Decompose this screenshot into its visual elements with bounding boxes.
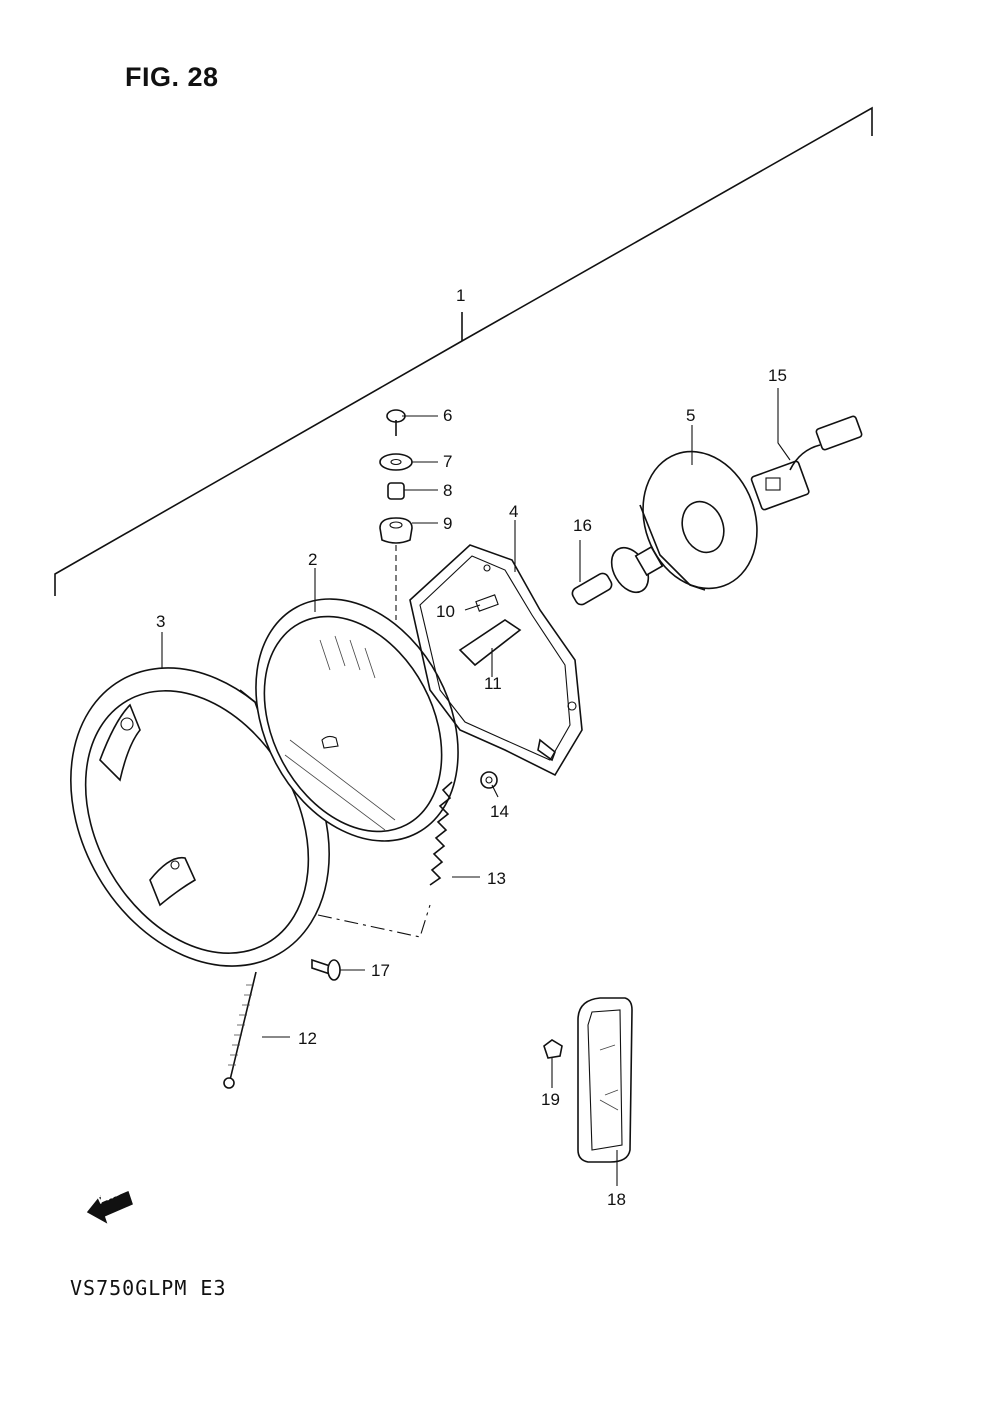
- socket-cover: [639, 450, 758, 591]
- screw-17: [311, 958, 341, 981]
- callout-16: 16: [573, 516, 592, 535]
- assembly-bracket: [54, 106, 873, 596]
- callout-6: 6: [443, 406, 453, 425]
- callout-11: 11: [484, 674, 502, 693]
- washer-7: [379, 453, 413, 471]
- callout-9: 9: [443, 514, 453, 533]
- callout-15: 15: [768, 366, 787, 385]
- callout-10: 10: [436, 602, 455, 621]
- leader-lines: [161, 388, 791, 1186]
- cushion-9: [379, 517, 413, 544]
- screw-12: [223, 971, 257, 1089]
- figure-title: FIG. 28: [125, 62, 219, 92]
- callout-13: 13: [487, 869, 506, 888]
- callout-1: 1: [456, 286, 466, 305]
- callout-19: 19: [541, 1090, 560, 1109]
- screw-6: [386, 409, 406, 436]
- callout-4: 4: [509, 502, 519, 521]
- model-code: VS750GLPM E3: [70, 1276, 227, 1300]
- headlamp-bulb: [571, 545, 664, 606]
- spring-13: [429, 781, 453, 886]
- reflector-18: [577, 997, 633, 1163]
- callout-17: 17: [371, 961, 390, 980]
- collar-8: [387, 482, 405, 500]
- wire-connector: [750, 415, 863, 511]
- callout-5: 5: [686, 406, 696, 425]
- screw-14: [480, 771, 498, 789]
- callout-7: 7: [443, 452, 453, 471]
- callout-2: 2: [308, 550, 318, 569]
- callout-3: 3: [156, 612, 166, 631]
- callout-12: 12: [298, 1029, 317, 1048]
- callout-18: 18: [607, 1190, 626, 1209]
- headlamp-housing-bracket: [409, 544, 583, 777]
- callout-14: 14: [490, 802, 509, 821]
- nut-19: [543, 1039, 563, 1059]
- fwd-arrow-icon: [86, 1190, 133, 1224]
- callout-8: 8: [443, 481, 453, 500]
- headlamp-lens-unit: [255, 598, 459, 842]
